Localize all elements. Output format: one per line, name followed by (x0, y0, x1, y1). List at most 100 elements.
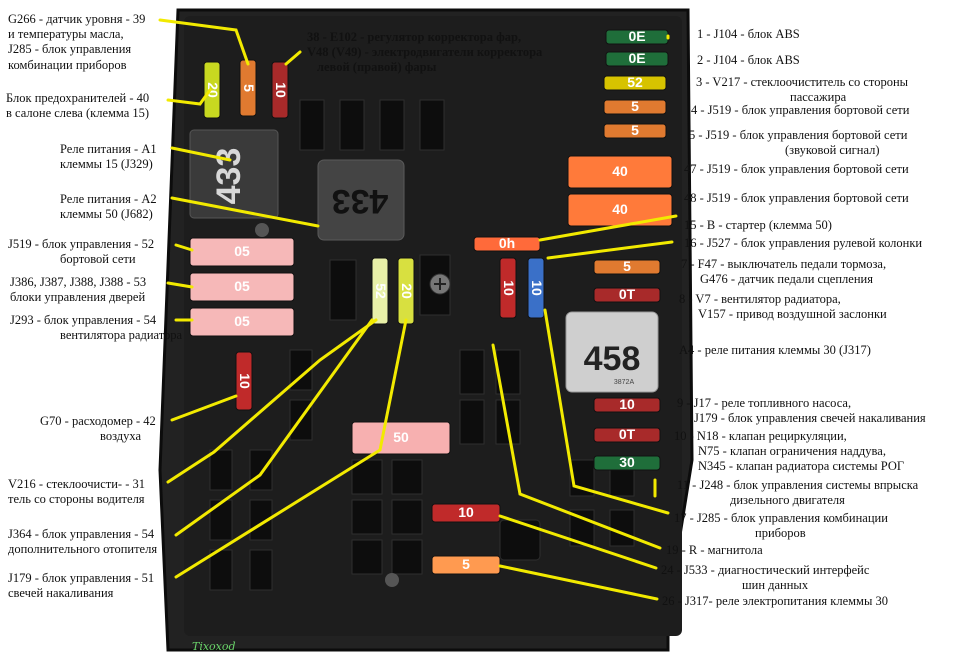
fuse (473, 236, 541, 252)
labels_left-label: вентилятора радиатора (60, 328, 183, 342)
watermark: Tixoxod (192, 640, 236, 653)
relay-a2-label: 433 (332, 182, 389, 220)
fuse-rating: 0E (628, 50, 645, 66)
connector-line (166, 88, 212, 106)
labels_left-label: дополнительного отопителя (8, 542, 158, 556)
fuse-rating: 5 (462, 556, 470, 572)
fuse (271, 61, 289, 119)
labels_right-label: G476 - датчик педали сцепления (700, 272, 873, 286)
fuse (527, 257, 545, 319)
labels_left-label: клеммы 15 (J329) (60, 157, 153, 171)
labels_right-label: дизельного двигателя (730, 493, 845, 507)
connector-line (538, 214, 678, 242)
labels_right-label: 16 - J527 - блок управления рулевой коло… (684, 236, 923, 250)
labels_right-label: N75 - клапан ограничения наддува, (698, 444, 886, 458)
relay-a4-label: 458 (584, 340, 641, 378)
labels_right-label: V157 - привод воздушной заслонки (698, 307, 887, 321)
fuse-rating: 0h (499, 235, 515, 251)
labels_left-label: G70 - расходомер - 42 (40, 414, 156, 428)
connector-line (498, 564, 659, 601)
labels_left-label: воздуха (100, 429, 142, 443)
labels_right-label: N345 - клапан радиатора системы РОГ (698, 459, 905, 473)
labels_left-label: клеммы 50 (J682) (60, 207, 153, 221)
fuse (189, 307, 295, 337)
relay-a2 (317, 159, 405, 241)
relay-a1 (189, 129, 279, 219)
labels_right-label: 4 - J519 - блок управления бортовой сети (691, 103, 910, 117)
fuse-rating: 5 (623, 258, 631, 274)
fuse-rating: 0T (619, 286, 636, 302)
fuse-rating: 10 (458, 504, 474, 520)
connector-line (170, 146, 232, 162)
labels_left-label: комбинации приборов (8, 58, 127, 72)
fuse (593, 455, 661, 471)
fuse (603, 75, 667, 91)
labels_left-label: в салоне слева (клемма 15) (6, 106, 150, 120)
labels_left-label: V216 - стеклоочисти- - 31 (8, 477, 145, 491)
labels_right-label: 5 - J519 - блок управления бортовой сети (689, 128, 908, 142)
labels_left-label: J179 - блок управления - 51 (8, 571, 155, 585)
labels_right-label: 3 - V217 - стеклоочиститель со стороны (696, 75, 909, 89)
labels_left-label: J285 - блок управления (8, 42, 132, 56)
fuse-rating: 5 (241, 84, 257, 92)
labels_right-label: пассажира (790, 90, 847, 104)
fuse (593, 259, 661, 275)
fuse-rating: 10 (619, 396, 635, 412)
fuse-rating: 5 (631, 122, 639, 138)
labels_right-label: 1 - J104 - блок ABS (697, 27, 800, 41)
labels_right-label: (звуковой сигнал) (785, 143, 880, 157)
connector-line (546, 240, 674, 260)
connector-lines (158, 18, 678, 601)
fuse-rating: 05 (234, 243, 250, 259)
labels_right-label: 11 - J248 - блок управления системы впры… (677, 478, 919, 492)
connector-line (170, 394, 238, 422)
connector-line (158, 18, 250, 66)
fuse-rating: 50 (393, 429, 409, 445)
labels_right-label: 17 - J285 - блок управления комбинации (674, 511, 888, 525)
connector-line (543, 308, 670, 515)
labels_left-label: свечей накаливания (8, 586, 114, 600)
labels_right-label: 2 - J104 - блок ABS (697, 53, 800, 67)
fuse-rating: 0T (619, 426, 636, 442)
labels_right-label: A4 - реле питания клеммы 30 (J317) (679, 343, 871, 357)
labels_left-label: G266 - датчик уровня - 39 (8, 12, 146, 26)
connector-line (498, 514, 658, 570)
labels_right-label: 8 - V7 - вентилятор радиатора, (679, 292, 841, 306)
labels_right-label: 7 - F47 - выключатель педали тормоза, (681, 257, 887, 271)
labels_right-label: 47 - J519 - блок управления бортовой сет… (684, 162, 909, 176)
fuse-rating: 10 (501, 280, 517, 296)
fuse (605, 51, 669, 67)
fuse (593, 287, 661, 303)
fuse-rating: 10 (273, 82, 289, 98)
labels_right-label: 48 - J519 - блок управления бортовой сет… (684, 191, 909, 205)
labels_left-label: и температуры масла, (8, 27, 124, 41)
fuse (593, 427, 661, 443)
connector-line (174, 243, 194, 252)
fuse (603, 123, 667, 139)
connector-line (166, 318, 378, 484)
fuse (431, 503, 501, 523)
fuse (235, 351, 253, 411)
fuse (593, 397, 661, 413)
labels_left-label: Реле питания - A1 (60, 142, 157, 156)
connector-line (284, 50, 302, 66)
labels_left-label: тель со стороны водителя (8, 492, 145, 506)
fuse-rating: 20 (399, 283, 415, 299)
labels_left-label: J293 - блок управления - 54 (10, 313, 157, 327)
relay-a4-code: 3872A (614, 379, 635, 386)
fuse (371, 257, 389, 325)
connector-line (491, 343, 662, 550)
relay-a4 (565, 311, 659, 393)
fuse (203, 61, 221, 119)
fuse-rating: 20 (205, 82, 221, 98)
labels_left-label: Реле питания - A2 (60, 192, 157, 206)
labels_right-label: 19 - R - магнитола (666, 543, 763, 557)
labels_left-label: блоки управления дверей (10, 290, 146, 304)
labels_top-label: левой (правой) фары (317, 60, 437, 74)
fuse-rating: 30 (619, 454, 635, 470)
labels_left-label: J386, J387, J388, J388 - 53 (10, 275, 147, 289)
labels_right-label: шин данных (742, 578, 809, 592)
labels_right-label: 26 - J317- реле электропитания клеммы 30 (662, 594, 888, 608)
